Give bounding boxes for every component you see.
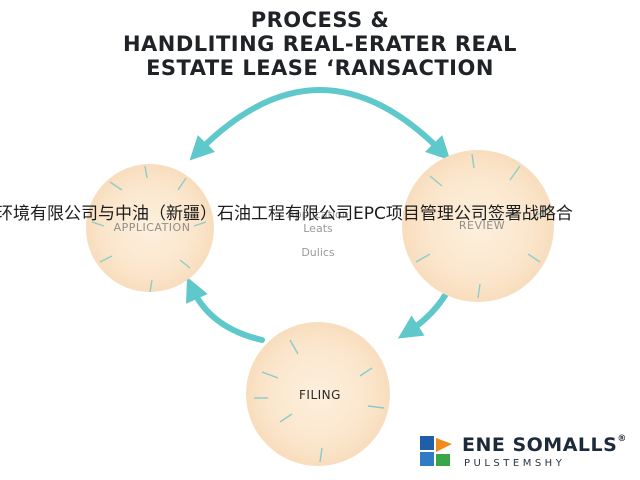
logo-subtitle: PULSTEMSHY bbox=[464, 458, 566, 469]
title-line-2: HANDLITING REAL-ERATER REAL bbox=[122, 32, 518, 56]
logo-name-text: ENE SOMALLS bbox=[462, 434, 618, 456]
center-text: Application Leats Dulics bbox=[287, 208, 348, 259]
logo-name: ENE SOMALLS® bbox=[462, 434, 627, 456]
title-line-3: ESTATE LEASE ‘RANSACTION bbox=[146, 56, 494, 80]
center-text-line-1: Application bbox=[287, 208, 348, 221]
node-filing: FILING bbox=[246, 322, 390, 466]
center-text-line-3: Dulics bbox=[301, 246, 335, 259]
title-line-1: PROCESS & bbox=[250, 8, 390, 32]
logo-trademark: ® bbox=[617, 434, 627, 444]
node-review: REVIEW bbox=[402, 150, 554, 302]
arrow-left bbox=[185, 277, 265, 343]
arrow-top bbox=[189, 87, 451, 161]
node-application-label: APPLICATION bbox=[114, 221, 191, 234]
node-review-label: REVIEW bbox=[459, 219, 505, 232]
overlay-caption: 环境有限公司与中油（新疆）石油工程有限公司EPC项目管理公司签署战略合 bbox=[0, 204, 573, 224]
logo-mark-icon bbox=[420, 436, 452, 466]
center-text-line-2: Leats bbox=[303, 222, 333, 235]
brand-logo: ENE SOMALLS® PULSTEMSHY bbox=[418, 432, 640, 472]
node-filing-label: FILING bbox=[299, 388, 341, 402]
node-application: APPLICATION bbox=[86, 164, 214, 293]
diagram-title: PROCESS & HANDLITING REAL-ERATER REAL ES… bbox=[0, 8, 640, 80]
